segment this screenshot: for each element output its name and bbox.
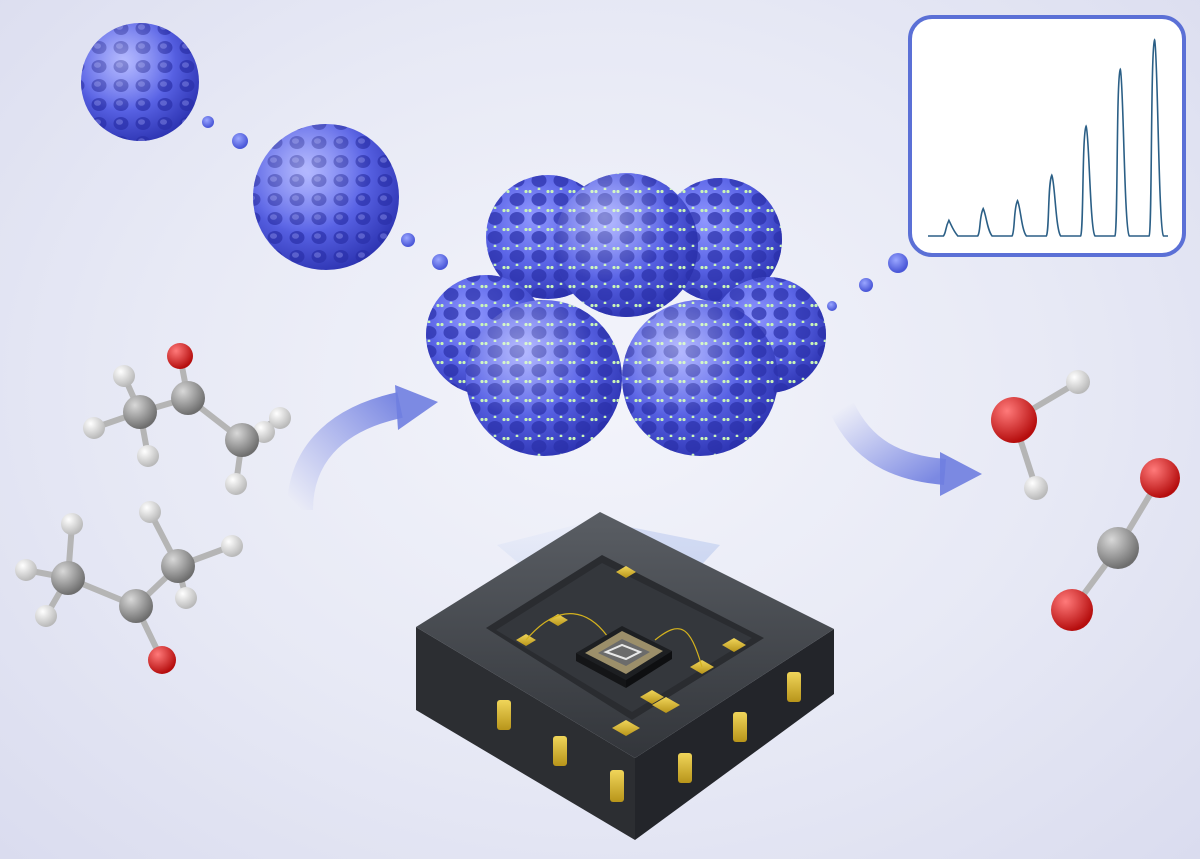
outlet-arrow-icon: [830, 402, 982, 496]
gas-sensor-chip: [416, 512, 834, 840]
water-molecule: [991, 370, 1090, 500]
small-microsphere-icon: [81, 23, 199, 141]
connector-dots-left: [202, 116, 448, 270]
inlet-arrow-icon: [287, 385, 438, 511]
acetone-molecule: [83, 343, 291, 495]
carbon-dioxide-molecule: [1051, 458, 1180, 631]
connector-dots-right: [827, 253, 908, 311]
large-microsphere-icon: [253, 124, 399, 270]
decorated-microsphere-cluster: [426, 173, 826, 456]
butanone-molecule: [15, 501, 243, 674]
response-curve-line: [928, 38, 1168, 237]
sensor-response-panel: [908, 15, 1186, 257]
